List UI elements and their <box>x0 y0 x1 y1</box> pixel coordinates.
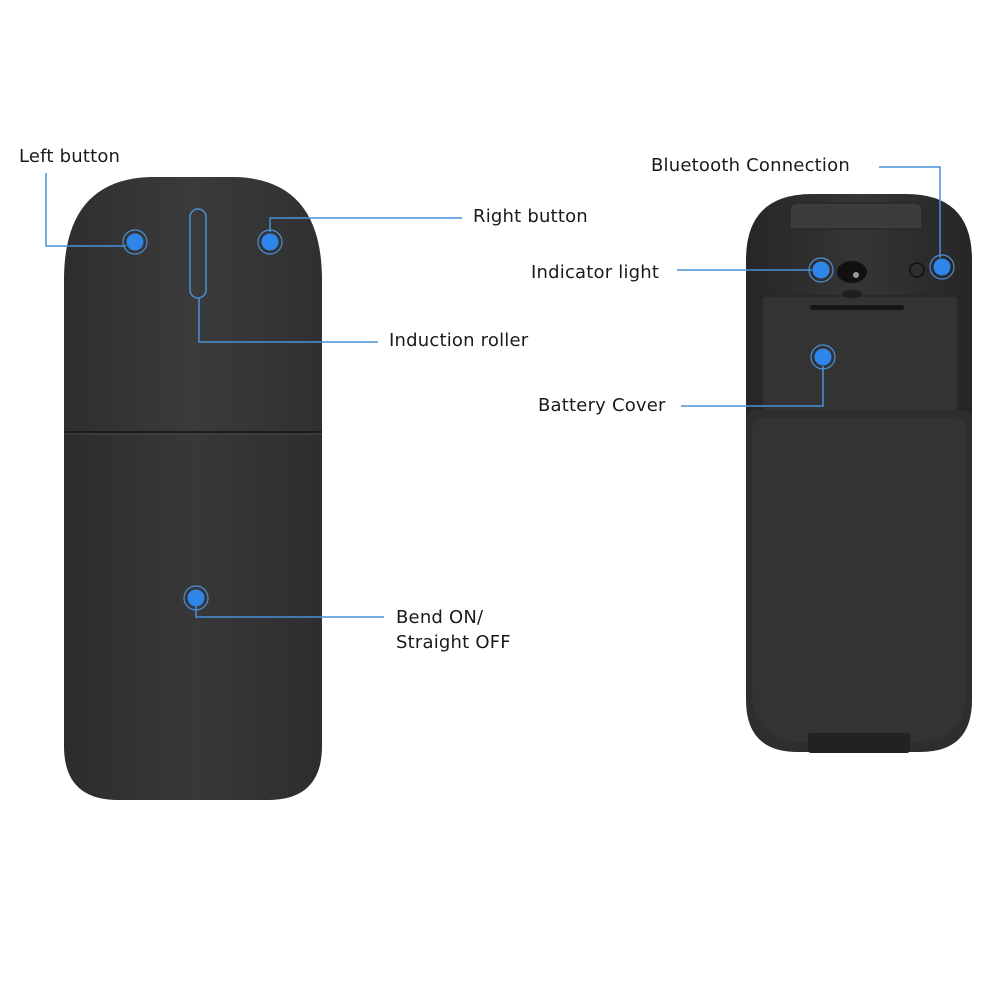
front-upper-panel <box>64 177 322 434</box>
back-view-mouse <box>746 194 972 753</box>
label-left-button: Left button <box>19 146 121 167</box>
bend-switch-marker <box>183 585 209 611</box>
front-view-mouse <box>64 177 322 800</box>
bottom-tab <box>808 733 910 753</box>
battery-cover-slot <box>810 305 904 310</box>
indicator-light-marker <box>808 257 834 283</box>
bend-switch-leader <box>195 605 384 618</box>
label-indicator-light: Indicator light <box>531 262 660 283</box>
label-bend-on: Bend ON/ <box>396 607 484 628</box>
left-button-leader <box>45 173 126 247</box>
bluetooth-pair-button <box>909 262 925 278</box>
battery-cover-marker <box>810 344 836 370</box>
battery-cover-leader <box>681 366 824 407</box>
label-right-button: Right button <box>473 206 588 227</box>
right-button-leader <box>269 217 462 232</box>
back-top-ridge <box>789 202 923 230</box>
bluetooth-leader <box>879 166 941 258</box>
hotspot-markers <box>122 229 955 611</box>
battery-cover-panel <box>761 295 959 433</box>
callout-lines <box>45 166 941 618</box>
label-bluetooth-connection: Bluetooth Connection <box>651 155 850 176</box>
induction-roller-marker <box>189 208 207 299</box>
front-lower-panel <box>64 432 322 800</box>
induction-roller-leader <box>198 298 378 343</box>
label-straight-off: Straight OFF <box>396 632 511 653</box>
sensor-window <box>837 261 867 283</box>
label-induction-roller: Induction roller <box>389 330 529 351</box>
bluetooth-marker <box>929 254 955 280</box>
label-battery-cover: Battery Cover <box>538 395 666 416</box>
left-button-marker <box>122 229 148 255</box>
right-button-marker <box>257 229 283 255</box>
